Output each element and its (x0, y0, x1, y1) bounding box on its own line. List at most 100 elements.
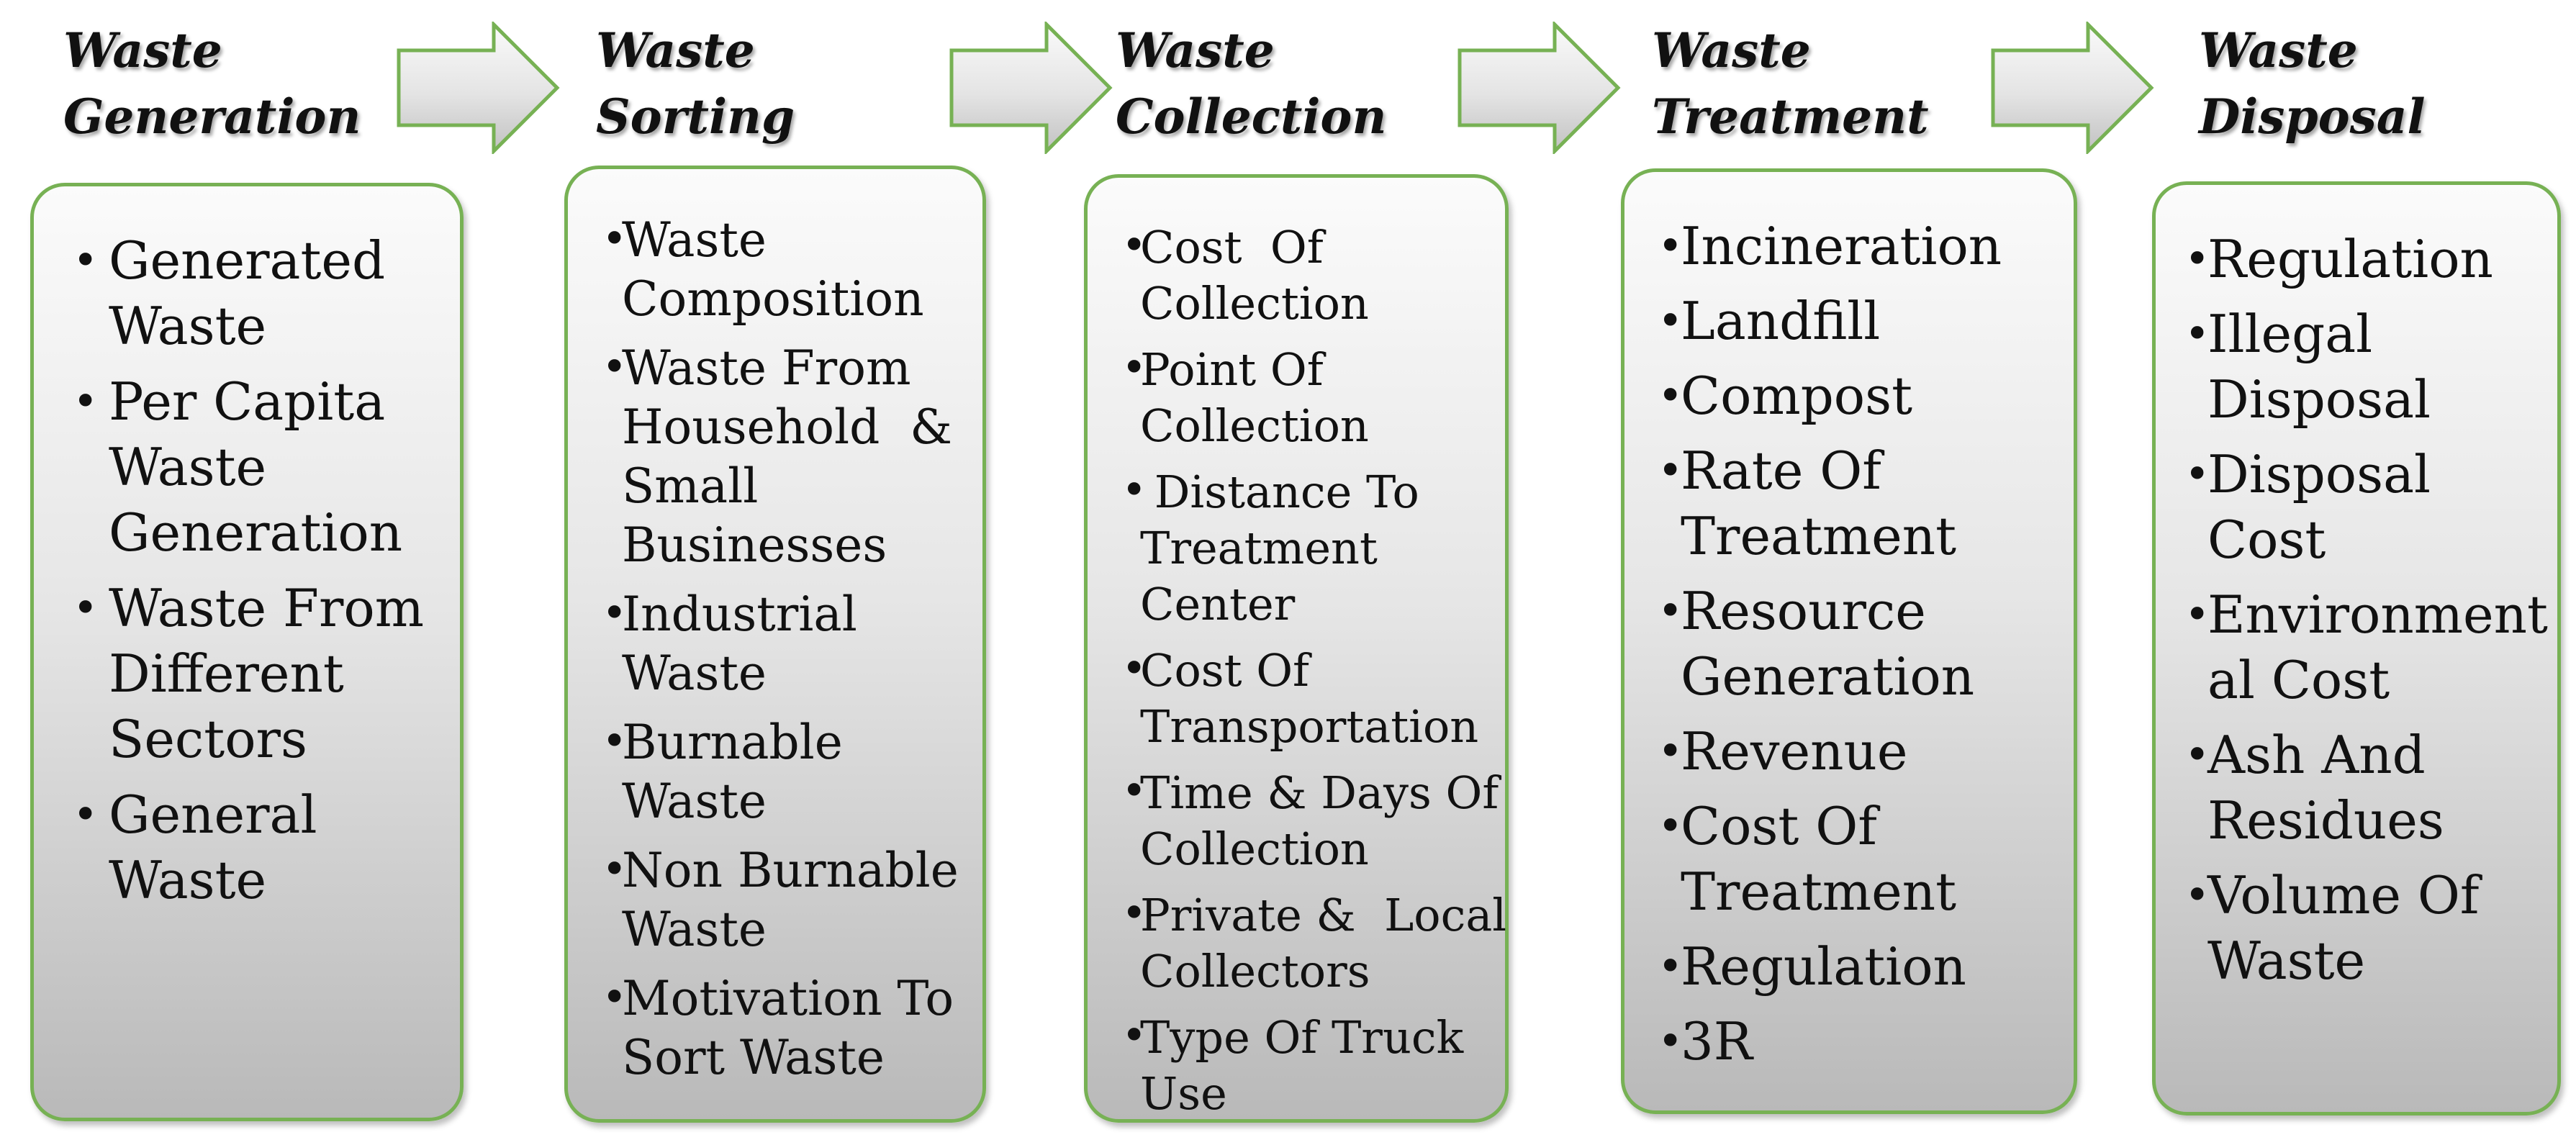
bullet-icon: • (73, 583, 99, 633)
list-item-line: Cost Of (1681, 796, 1877, 856)
list-item-line: Type Of Truck (1140, 1011, 1464, 1064)
bullet-icon: • (73, 789, 99, 840)
bullet-icon: • (1121, 888, 1147, 938)
list-item-line: Waste From (109, 578, 425, 638)
list-item-line: Private & Local (1140, 889, 1507, 941)
list-item: •Compost (1658, 363, 2074, 429)
list-item-line: Point Of (1140, 343, 1324, 396)
list-item-line: Non Burnable (622, 843, 959, 898)
list-item-line: Household & (622, 399, 953, 455)
bullet-icon: • (1658, 941, 1684, 992)
list-item-line: Per Capita (109, 371, 386, 432)
list-item-line: Landfill (1681, 291, 1881, 351)
list-item-line: Businesses (622, 517, 887, 573)
bullet-icon: • (1658, 371, 1684, 421)
list-item: •Revenue (1658, 719, 2074, 784)
bullet-icon: • (1121, 343, 1147, 393)
flow-arrow-1 (397, 22, 560, 154)
list-item-line: Cost (2207, 510, 2326, 570)
list-item-line: 3R (1681, 1011, 1753, 1072)
stage-title-line: Waste (1652, 22, 1811, 78)
list-item-line: Compost (1681, 366, 1913, 426)
stage-title-treatment: Waste Treatment (1652, 17, 1929, 150)
bullet-icon: • (602, 844, 628, 895)
stage-title-collection: Waste Collection (1116, 17, 1386, 150)
stage-title-line: Waste (1116, 22, 1275, 78)
list-item-line: Sectors (109, 709, 307, 769)
list-item-line: Rate Of (1681, 440, 1881, 501)
list-item-line: Treatment (1140, 522, 1378, 574)
list-item-line: Waste (109, 296, 267, 356)
flow-arrow-4 (1991, 22, 2154, 154)
bullet-icon: • (2184, 870, 2210, 920)
list-item-line: Waste (622, 774, 767, 829)
list-item-line: Generation (109, 502, 403, 563)
bullet-icon: • (1121, 643, 1147, 694)
bullet-icon: • (1121, 766, 1147, 816)
list-item-line: Waste (622, 212, 767, 268)
bullet-icon: • (1658, 221, 1684, 271)
list-item-line: Revenue (1681, 721, 1908, 782)
list-item-line: Time & Days Of (1140, 766, 1499, 819)
list-item-line: Ash And (2207, 725, 2426, 785)
list-item-line: Collection (1140, 277, 1369, 330)
list-item-line: Waste From (622, 340, 911, 396)
bullet-icon: • (602, 588, 628, 638)
list-item-line: Collectors (1140, 945, 1370, 997)
list-item-line: Generation (1681, 646, 1975, 707)
list-item-line: Industrial (622, 587, 857, 642)
bullet-icon: • (73, 376, 99, 427)
list-item: •Incineration (1658, 214, 2074, 279)
stage-title-generation: Waste Generation (63, 17, 361, 150)
stage-title-line: Waste (596, 22, 755, 78)
list-item-line: Composition (622, 271, 924, 327)
bullet-icon: • (2184, 234, 2210, 284)
list-item-line: General (109, 784, 317, 845)
bullet-icon: • (2184, 730, 2210, 780)
list-item-line: Transportation (1140, 700, 1479, 753)
flow-arrow-3 (1458, 22, 1621, 154)
bullet-icon: • (602, 342, 628, 392)
list-item-line: Incineration (1681, 216, 2002, 276)
stage-title-line: Waste (2199, 22, 2358, 78)
list-item-line: Cost Of (1140, 221, 1324, 273)
list-item: •3R (1658, 1009, 2074, 1074)
bullet-icon: • (1658, 296, 1684, 346)
stage-title-line: Generation (63, 89, 361, 145)
list-item-line: Disposal (2207, 444, 2431, 504)
list-item-line: Sort Waste (622, 1030, 885, 1085)
list-item-line: Waste (2207, 931, 2366, 991)
stage-title-line: Sorting (596, 89, 795, 145)
stage-title-line: Treatment (1652, 89, 1929, 145)
bullet-icon: • (1121, 1010, 1147, 1061)
list-item-line: Small (622, 458, 759, 514)
list-item-line: Treatment (1681, 506, 1957, 566)
list-item: •Landfill (1658, 289, 2074, 354)
list-item-line: Regulation (2207, 229, 2493, 289)
list-item-line: Distance To (1140, 466, 1419, 518)
